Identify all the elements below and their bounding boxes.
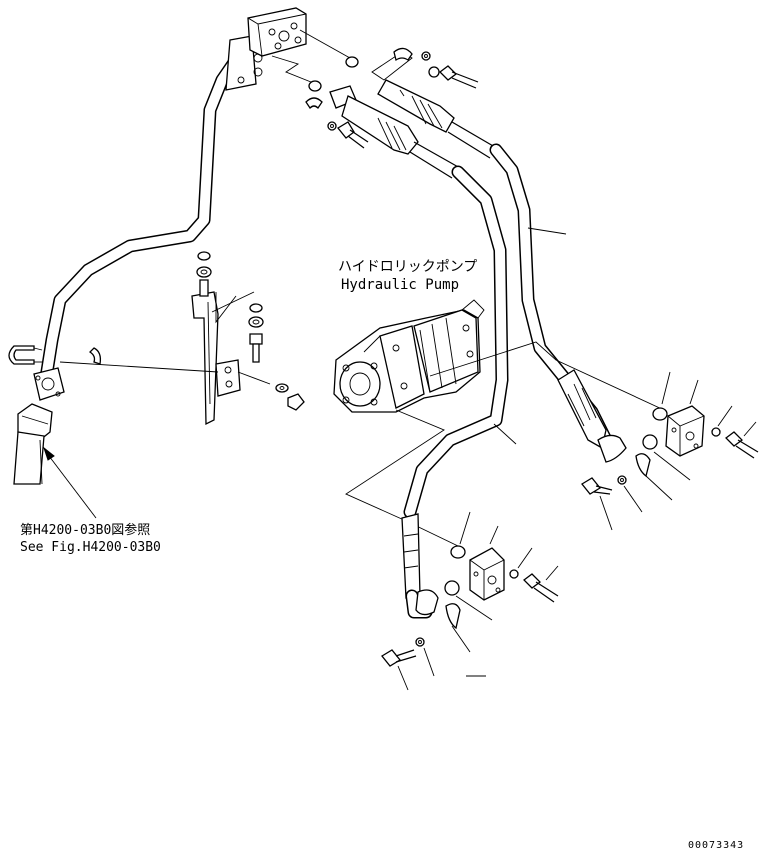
right-callout-lines (599, 371, 757, 531)
drawing-number: 00073343 (688, 840, 744, 851)
left-tube (39, 41, 251, 385)
hose-upper-left (329, 85, 461, 179)
o-ring-top-2 (308, 80, 322, 92)
top-leaders (271, 29, 351, 85)
pump-label-en: Hydraulic Pump (341, 277, 459, 293)
reference-label-jp: 第H4200-03B0図参照 (20, 522, 150, 538)
reference-arrow (42, 446, 97, 519)
upper-hardware (305, 47, 479, 149)
middle-tube (403, 165, 509, 519)
hose-lower-right (557, 369, 627, 463)
lower-callout-lines (397, 511, 559, 691)
tube-leader (527, 227, 567, 235)
pump-label-jp: ハイドロリックポンプ (338, 259, 477, 275)
reference-label-en: See Fig.H4200-03B0 (20, 540, 161, 555)
left-bracket (191, 251, 305, 426)
top-flange-block (247, 7, 307, 57)
right-long-tube (489, 143, 613, 447)
hydraulic-pump (333, 299, 485, 413)
hose-upper-right (371, 51, 501, 159)
left-flange (8, 345, 219, 401)
pump-leaders (345, 341, 665, 547)
hose-lower-middle (401, 513, 439, 619)
block-right (581, 405, 759, 495)
block-lower (381, 545, 559, 667)
left-hose (13, 403, 53, 485)
o-ring-top-1 (345, 56, 359, 68)
tube-leader-2 (493, 423, 517, 445)
tube-bracket-top (225, 35, 263, 91)
